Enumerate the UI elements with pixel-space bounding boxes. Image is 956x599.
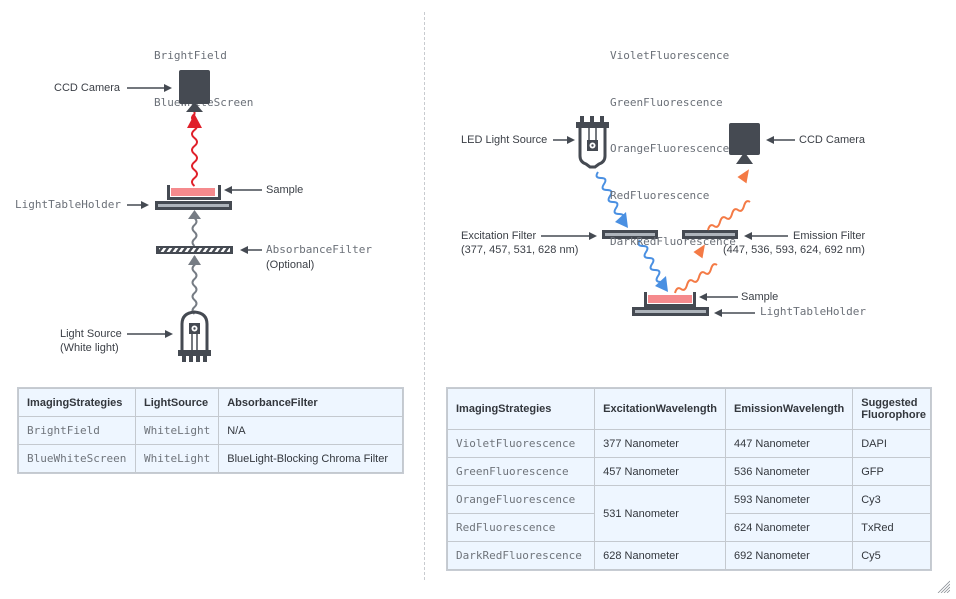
strategy-name: GreenFluorescence: [610, 95, 723, 109]
fluorophore-cell: GFP: [852, 457, 931, 486]
emission-pointer-arrow: [744, 232, 788, 240]
orange-emission-wave-upper: [707, 169, 751, 231]
strategy-name: VioletFluorescence: [610, 49, 730, 62]
emission-filter-icon: [682, 230, 738, 239]
fluorophore-cell: DAPI: [852, 429, 931, 458]
absorbance-filter-note: (Optional): [266, 259, 315, 271]
excitation-cell: 377 Nanometer: [594, 429, 726, 458]
sample-pointer-arrow: [224, 186, 262, 194]
ccd-camera-icon: [729, 123, 760, 164]
column-header: ImagingStrategies: [18, 388, 136, 417]
excitation-cell: 457 Nanometer: [594, 457, 726, 486]
red-emission-wave: [187, 112, 202, 187]
bright-field-table: ImagingStrategies LightSource Absorbance…: [18, 388, 403, 473]
light-table-holder-label: LightTableHolder: [760, 305, 866, 318]
strategy-cell: DarkRedFluorescence: [446, 541, 596, 570]
sample-pointer-arrow: [699, 293, 738, 301]
fluorophore-cell: Cy3: [852, 485, 931, 514]
strategy-name: BrightField: [154, 49, 227, 62]
strategy-name: RedFluorescence: [610, 188, 710, 202]
emission-filter-label: Emission Filter: [793, 230, 866, 242]
column-header: ImagingStrategies: [446, 388, 596, 430]
filter-cell: N/A: [218, 416, 403, 445]
excitation-pointer-arrow: [541, 232, 597, 240]
fluorescence-table: ImagingStrategies ExcitationWavelength E…: [446, 388, 931, 570]
table-header-row: ImagingStrategies LightSource Absorbance…: [18, 388, 403, 417]
table-row: DarkRedFluorescence 628 Nanometer 692 Na…: [446, 541, 931, 570]
filter-cell: BlueLight-Blocking Chroma Filter: [218, 444, 403, 473]
column-header: LightSource: [134, 388, 220, 417]
sample-label: Sample: [266, 184, 304, 196]
grey-light-wave-upper: [188, 210, 201, 247]
light-source-label: Light Source: [60, 328, 122, 340]
excitation-filter-icon: [602, 230, 658, 239]
light-table-holder-icon: [632, 307, 709, 316]
ccd-camera-label: CCD Camera: [799, 134, 866, 146]
emission-cell: 624 Nanometer: [724, 513, 854, 542]
absorbance-filter-label: AbsorbanceFilter: [266, 243, 372, 256]
light-table-holder-label: LightTableHolder: [15, 198, 121, 211]
excitation-cell: 628 Nanometer: [594, 541, 726, 570]
led-pointer-arrow: [553, 136, 575, 144]
absorbance-filter-icon: [156, 246, 233, 254]
light-source-pointer-arrow: [127, 330, 173, 338]
camera-pointer-arrow: [127, 84, 172, 92]
ccd-camera-label: CCD Camera: [54, 82, 121, 94]
sample-label: Sample: [741, 291, 779, 303]
strategy-cell: OrangeFluorescence: [446, 485, 596, 514]
table-row: VioletFluorescence 377 Nanometer 447 Nan…: [446, 429, 931, 458]
strategy-cell: BrightField: [18, 416, 136, 445]
light-source-cell: WhiteLight: [134, 444, 220, 473]
panel-divider: [424, 12, 425, 580]
table-header-row: ImagingStrategies ExcitationWavelength E…: [446, 388, 931, 430]
strategy-cell: RedFluorescence: [446, 513, 596, 542]
holder-pointer-arrow: [714, 309, 755, 317]
emission-filter-values: (447, 536, 593, 624, 692 nm): [723, 244, 865, 256]
strategy-cell: GreenFluorescence: [446, 457, 596, 486]
light-source-cell: WhiteLight: [134, 416, 220, 445]
blue-excitation-wave-lower: [637, 239, 668, 292]
column-header: Suggested Fluorophore: [852, 388, 931, 430]
light-source-note: (White light): [60, 342, 119, 354]
excitation-filter-values: (377, 457, 531, 628 nm): [461, 244, 579, 256]
fluorophore-cell: TxRed: [852, 513, 931, 542]
strategy-cell: VioletFluorescence: [446, 429, 596, 458]
camera-pointer-arrow: [766, 136, 795, 144]
excitation-cell: 531 Nanometer: [594, 485, 726, 542]
strategy-cell: BlueWhiteScreen: [18, 444, 136, 473]
table-row: OrangeFluorescence 531 Nanometer 593 Nan…: [446, 485, 931, 542]
holder-pointer-arrow: [127, 201, 149, 209]
white-light-bulb-icon: [178, 310, 211, 362]
sample-dish-icon: [644, 292, 696, 307]
sample-dish-icon: [167, 185, 221, 200]
led-light-source-icon: [576, 116, 609, 169]
ccd-camera-icon: [179, 70, 210, 112]
blue-excitation-wave-upper: [595, 171, 628, 228]
strategy-name: OrangeFluorescence: [610, 142, 730, 155]
emission-cell: 692 Nanometer: [724, 541, 854, 570]
fluorophore-cell: Cy5: [852, 541, 931, 570]
strategy-name: DarkRedFluorescence: [610, 235, 736, 248]
table-row: GreenFluorescence 457 Nanometer 536 Nano…: [446, 457, 931, 486]
column-header: AbsorbanceFilter: [218, 388, 403, 417]
column-header: ExcitationWavelength: [594, 388, 726, 430]
right-strategy-list: VioletFluorescence GreenFluorescence Ora…: [610, 17, 736, 265]
filter-pointer-arrow: [240, 246, 262, 254]
light-table-holder-icon: [155, 201, 232, 210]
grey-light-wave-lower: [188, 255, 201, 315]
resize-grip-icon[interactable]: [936, 579, 950, 593]
emission-cell: 536 Nanometer: [724, 457, 854, 486]
column-header: EmissionWavelength: [724, 388, 854, 430]
led-light-source-label: LED Light Source: [461, 134, 548, 146]
emission-cell: 447 Nanometer: [724, 429, 854, 458]
table-row: BrightField WhiteLight N/A: [18, 416, 403, 445]
excitation-filter-label: Excitation Filter: [461, 230, 537, 242]
orange-emission-wave-lower: [674, 244, 718, 294]
table-row: BlueWhiteScreen WhiteLight BlueLight-Blo…: [18, 444, 403, 473]
emission-cell: 593 Nanometer: [724, 485, 854, 514]
